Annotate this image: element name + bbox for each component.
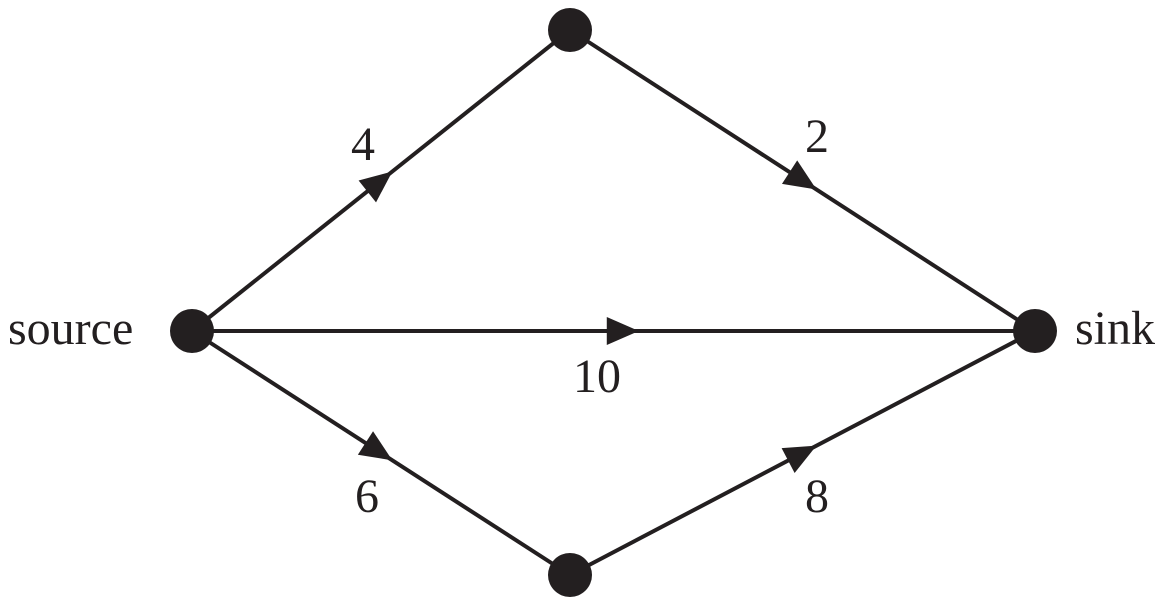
edge-capacity-label: 4 xyxy=(351,118,375,171)
edge-capacity-label: 8 xyxy=(805,470,829,523)
node-label-sink: sink xyxy=(1075,302,1155,355)
arrowhead-icon xyxy=(781,445,817,473)
arrowhead-icon xyxy=(606,317,639,345)
node-sink xyxy=(1013,309,1057,353)
node-label-source: source xyxy=(8,302,133,355)
arrowhead-icon xyxy=(781,160,817,190)
edge-capacity-label: 10 xyxy=(573,350,621,403)
node-source xyxy=(170,309,214,353)
arrowhead-icon xyxy=(357,431,393,461)
node-top xyxy=(548,8,592,52)
arrowhead-icon xyxy=(358,171,393,203)
node-bottom xyxy=(548,553,592,597)
edge-capacity-label: 6 xyxy=(355,470,379,523)
edge-capacity-label: 2 xyxy=(805,110,829,163)
